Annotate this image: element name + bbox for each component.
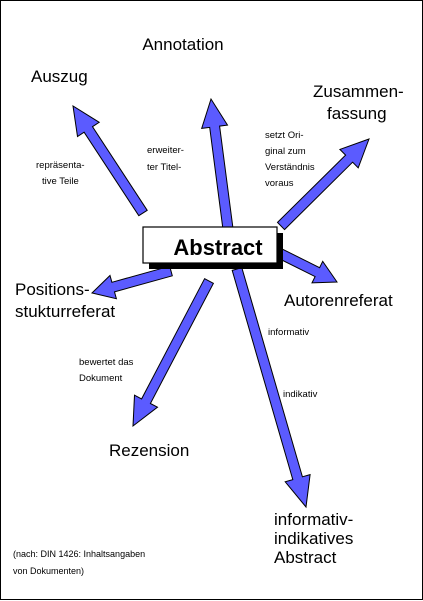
edge-label-erweiterter-line2: ter Titel- [147,162,181,173]
arrow-to-auszug [72,105,148,217]
abstract-label: Abstract [173,235,263,260]
edge-label-setzt-line4: voraus [265,178,294,189]
node-informativ-line2: indikatives [274,529,353,548]
arrow-to-positions [90,265,173,300]
edge-label-setzt-line1: setzt Ori- [265,130,304,141]
node-informativ-line3: Abstract [274,548,337,567]
edge-label-indikativ: indikativ [283,389,318,400]
edge-label-repraesentative-line1: repräsenta- [36,160,85,171]
abstract-box [142,226,278,264]
edge-label-repraesentative-line2: tive Teile [42,176,79,187]
source-note-line1: (nach: DIN 1426: Inhaltsangaben [13,549,145,559]
edge-label-bewertet-line2: Dokument [79,373,123,384]
node-zusammenfassung-line2: fassung [327,104,387,123]
arrow-to-autorenreferat [274,246,338,284]
arrows-group [72,97,370,509]
edge-label-informativ: informativ [268,327,309,338]
node-positions-line2: stukturreferat [15,302,115,321]
node-rezension: Rezension [109,441,189,460]
node-annotation: Annotation [142,35,223,54]
node-zusammenfassung-line1: Zusammen- [313,82,404,101]
arrow-to-annotation [200,97,234,231]
edge-label-bewertet-line1: bewertet das [79,357,134,368]
arrow-to-rezension [132,278,215,428]
arrow-to-informativ [231,266,311,509]
edge-label-setzt-line2: ginal zum [265,146,306,157]
node-positions-line1: Positions- [15,280,90,299]
node-informativ-line1: informativ- [274,510,353,529]
arrow-to-zusammenfassung [276,138,370,231]
edge-label-setzt-line3: Verständnis [265,162,315,173]
node-auszug: Auszug [31,67,88,86]
node-autorenreferat: Autorenreferat [284,291,393,310]
edge-label-erweiterter-line1: erweiter- [147,145,184,156]
source-note-line2: von Dokumenten) [13,566,84,576]
